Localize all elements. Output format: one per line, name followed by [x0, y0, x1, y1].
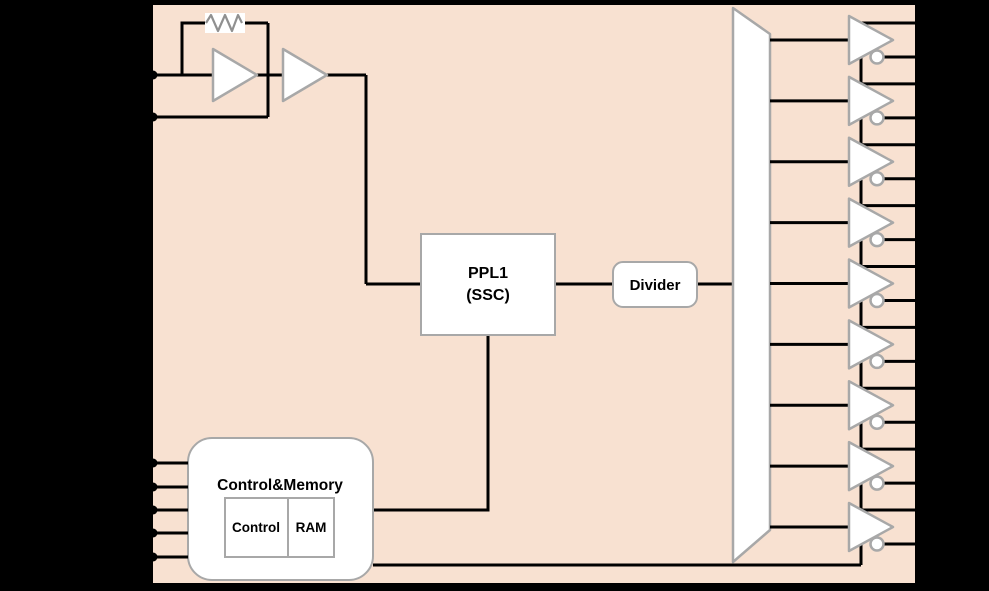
control-input-pin [148, 458, 158, 468]
output-buffer [770, 440, 926, 510]
inverted-output-bubble-icon [869, 353, 885, 370]
output-buffer [770, 75, 926, 145]
inverted-output-pin [915, 113, 926, 122]
crystal-pin [148, 70, 158, 80]
control-input-pin [148, 552, 158, 562]
output-buffer [770, 136, 926, 206]
output-buffer [770, 197, 926, 267]
osc-buffer-icon [281, 47, 329, 103]
output-pin [915, 445, 926, 454]
ram-subblock [287, 497, 335, 558]
inverted-output-bubble-icon [869, 171, 885, 187]
inverted-output-bubble-icon [869, 536, 885, 552]
inverted-output-bubble-icon [869, 49, 885, 65]
control-input-pin [148, 482, 158, 492]
output-pin [915, 384, 926, 393]
output-buffer-column [770, 14, 926, 565]
control-input-pin [148, 505, 158, 515]
inverted-output-pin [915, 479, 926, 488]
output-buffer [770, 319, 926, 389]
output-buffer [770, 258, 926, 328]
inverted-output-bubble-icon [869, 110, 885, 126]
inverted-output-pin [915, 418, 926, 427]
inverted-output-pin [915, 296, 926, 305]
divider-block: Divider [612, 261, 698, 308]
output-pin [915, 506, 926, 514]
inverted-output-bubble-icon [869, 292, 885, 309]
output-buffer-icon [847, 380, 895, 431]
control-memory-block: Control&Memory Control RAM [187, 437, 374, 581]
divider-label: Divider [630, 277, 681, 294]
output-pin [915, 323, 926, 332]
output-buffer-icon [847, 440, 895, 492]
inverted-output-pin [915, 174, 926, 183]
feedback-resistor-icon [205, 13, 245, 33]
inverted-output-pin [915, 53, 926, 61]
left-input-pins [148, 70, 188, 562]
inverted-output-bubble-icon [869, 414, 885, 430]
control-label: Control [232, 520, 280, 535]
crystal-pin [148, 112, 158, 122]
osc-amplifier-icon [211, 47, 259, 103]
inverted-output-bubble-icon [869, 231, 885, 248]
pll-to-control-wire [373, 335, 490, 512]
inverted-output-pin [915, 540, 926, 548]
inverted-output-pin [915, 235, 926, 244]
crystal-oscillator [150, 13, 421, 286]
pll-label-line2: (SSC) [466, 287, 510, 304]
output-pin [915, 201, 926, 210]
output-pin [915, 19, 926, 27]
output-buffer-icon [847, 197, 895, 248]
output-pin [915, 262, 926, 271]
output-buffer-icon [847, 75, 895, 127]
output-buffer [770, 14, 926, 84]
control-subblock [224, 497, 289, 558]
output-pin [915, 79, 926, 88]
output-buffer-icon [847, 319, 895, 370]
control-memory-title: Control&Memory [217, 477, 343, 494]
inverted-output-bubble-icon [869, 475, 885, 491]
output-buffer-icon [847, 501, 895, 553]
output-pin [915, 140, 926, 149]
output-buffer-icon [847, 136, 895, 187]
output-buffer-icon [847, 258, 895, 309]
inverted-output-pin [915, 357, 926, 366]
clock-fanout-icon [731, 6, 772, 564]
ram-label: RAM [296, 520, 327, 535]
output-buffer [770, 501, 926, 565]
feedback-wire [180, 21, 270, 117]
pll-block: PPL1 (SSC) [420, 233, 556, 336]
control-input-pin [148, 528, 158, 538]
output-buffer-icon [847, 14, 895, 66]
output-buffer [770, 380, 926, 450]
pll-label-line1: PPL1 [468, 265, 508, 282]
